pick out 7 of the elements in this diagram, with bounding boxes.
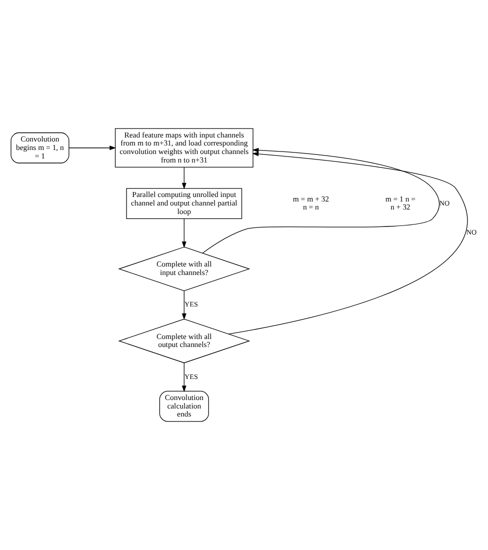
arrow [202,148,440,254]
arrow [182,362,186,392]
arrow [68,146,116,150]
arrow [228,152,467,334]
arrow [182,166,186,190]
arrow [182,290,186,320]
arrow [182,218,186,248]
